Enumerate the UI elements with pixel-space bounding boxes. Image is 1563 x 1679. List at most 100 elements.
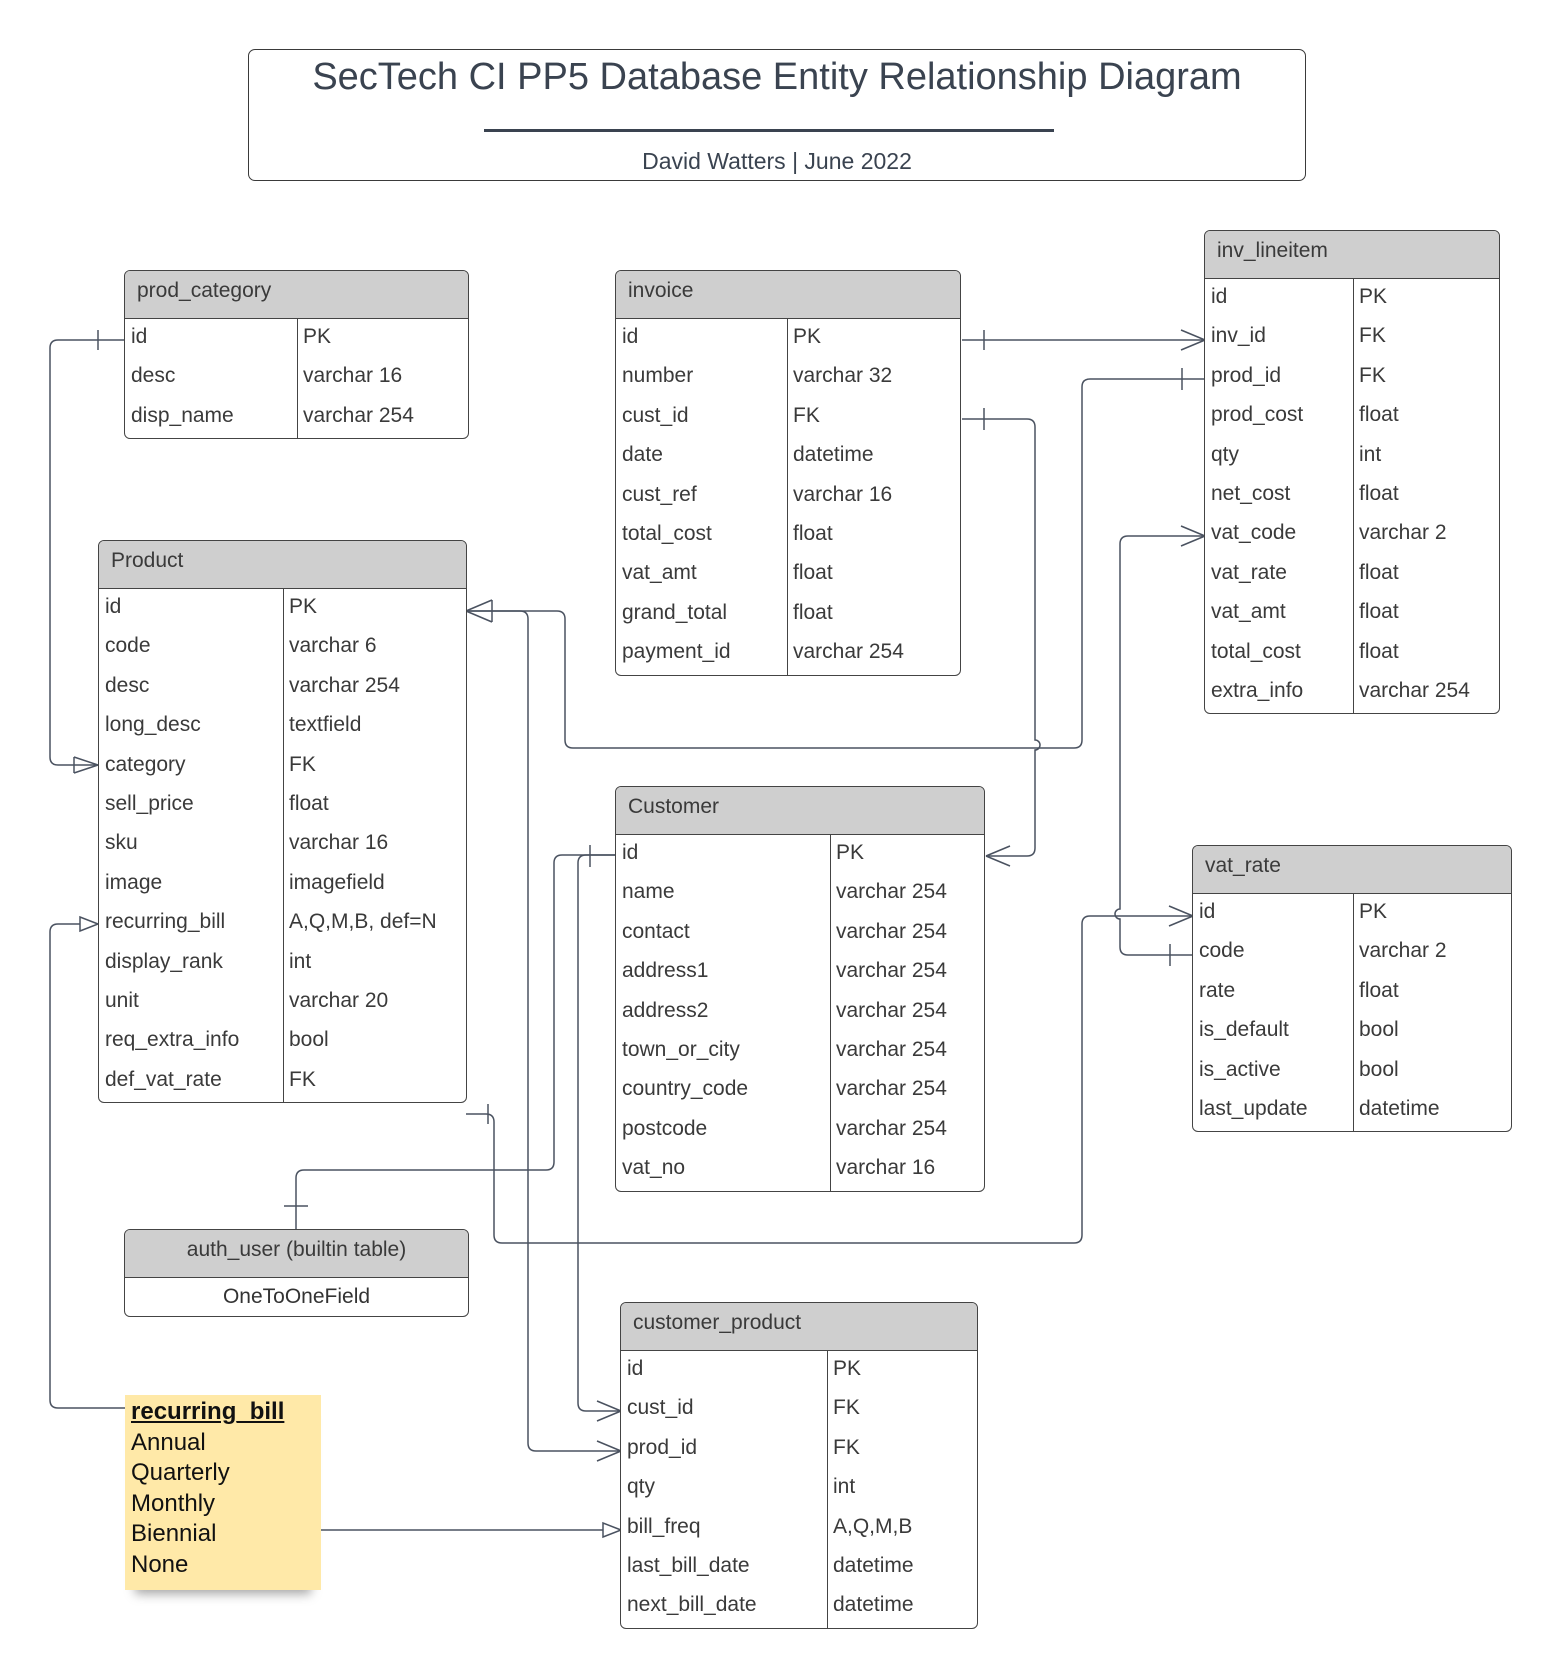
rel-vatrate-invlineitem <box>1114 535 1205 956</box>
field-name: id <box>627 1357 644 1380</box>
field-name: vat_no <box>622 1156 686 1180</box>
rel-customer-invoice <box>962 418 1041 857</box>
field-type: varchar 254 <box>836 998 947 1022</box>
field-row: prod_id FK <box>1205 359 1499 398</box>
field-row: vat_no varchar 16 <box>616 1151 984 1190</box>
field-type: int <box>1359 442 1382 466</box>
field-type: float <box>793 561 833 585</box>
field-type: PK <box>833 1357 862 1380</box>
field-name: unit <box>105 988 139 1012</box>
field-name: id <box>131 325 148 348</box>
field-name: address1 <box>622 959 709 983</box>
entity-header: customer_product <box>621 1303 977 1351</box>
field-name: date <box>622 443 663 467</box>
field-name: qty <box>1211 442 1240 466</box>
field-type: varchar 254 <box>836 959 947 983</box>
field-name: prod_id <box>1211 363 1282 387</box>
field-row: date datetime <box>616 438 960 477</box>
entity-header: inv_lineitem <box>1205 231 1499 279</box>
field-type: FK <box>1359 363 1386 387</box>
field-type: FK <box>289 752 316 776</box>
note-item: None <box>131 1550 189 1578</box>
field-type: FK <box>833 1435 860 1459</box>
field-type: float <box>793 600 833 624</box>
field-type: varchar 20 <box>289 988 389 1012</box>
field-name: rate <box>1199 978 1236 1002</box>
field-row: unit varchar 20 <box>99 984 466 1023</box>
field-type: float <box>1359 560 1399 584</box>
field-type: varchar 16 <box>836 1156 936 1180</box>
field-name: prod_id <box>627 1435 698 1459</box>
field-name: next_bill_date <box>627 1593 757 1617</box>
entity-header: auth_user (builtin table) <box>125 1230 468 1278</box>
field-type: float <box>1359 403 1399 427</box>
field-type: float <box>793 521 833 545</box>
entity-auth-user: auth_user (builtin table) OneToOneField <box>124 1229 469 1317</box>
field-type: FK <box>289 1067 316 1091</box>
field-type: datetime <box>793 443 874 467</box>
field-name: vat_rate <box>1211 560 1287 584</box>
field-name: def_vat_rate <box>105 1067 222 1091</box>
rel-note-product-recurringbill <box>49 923 125 1409</box>
field-type: datetime <box>1359 1096 1440 1120</box>
field-row: id PK <box>621 1352 977 1391</box>
field-type: varchar 254 <box>793 640 904 664</box>
entity-header: Customer <box>616 787 984 835</box>
field-name: town_or_city <box>622 1037 740 1061</box>
column-divider <box>787 319 788 675</box>
field-type: bool <box>289 1028 329 1052</box>
field-name: sku <box>105 831 138 855</box>
field-type: float <box>1359 978 1399 1002</box>
field-name: vat_amt <box>622 561 697 585</box>
title-box: SecTech CI PP5 Database Entity Relations… <box>248 49 1306 181</box>
field-name: extra_info <box>1211 678 1304 702</box>
field-row: prod_id FK <box>621 1431 977 1470</box>
field-type: imagefield <box>289 870 385 894</box>
field-name: cust_id <box>627 1396 694 1420</box>
diagram-title: SecTech CI PP5 Database Entity Relations… <box>312 56 1242 98</box>
field-type: varchar 16 <box>289 831 389 855</box>
field-name: qty <box>627 1475 656 1499</box>
field-name: last_update <box>1199 1096 1308 1120</box>
note-item: Monthly <box>131 1489 216 1517</box>
field-name: image <box>105 870 163 894</box>
rel-customer-customerproduct <box>577 854 621 1412</box>
field-row: address1 varchar 254 <box>616 954 984 993</box>
field-type: PK <box>289 595 318 618</box>
field-name: desc <box>131 364 176 388</box>
entity-header: prod_category <box>125 271 468 319</box>
field-name: cust_id <box>622 403 689 427</box>
column-divider <box>283 589 284 1103</box>
field-name: last_bill_date <box>627 1553 750 1577</box>
